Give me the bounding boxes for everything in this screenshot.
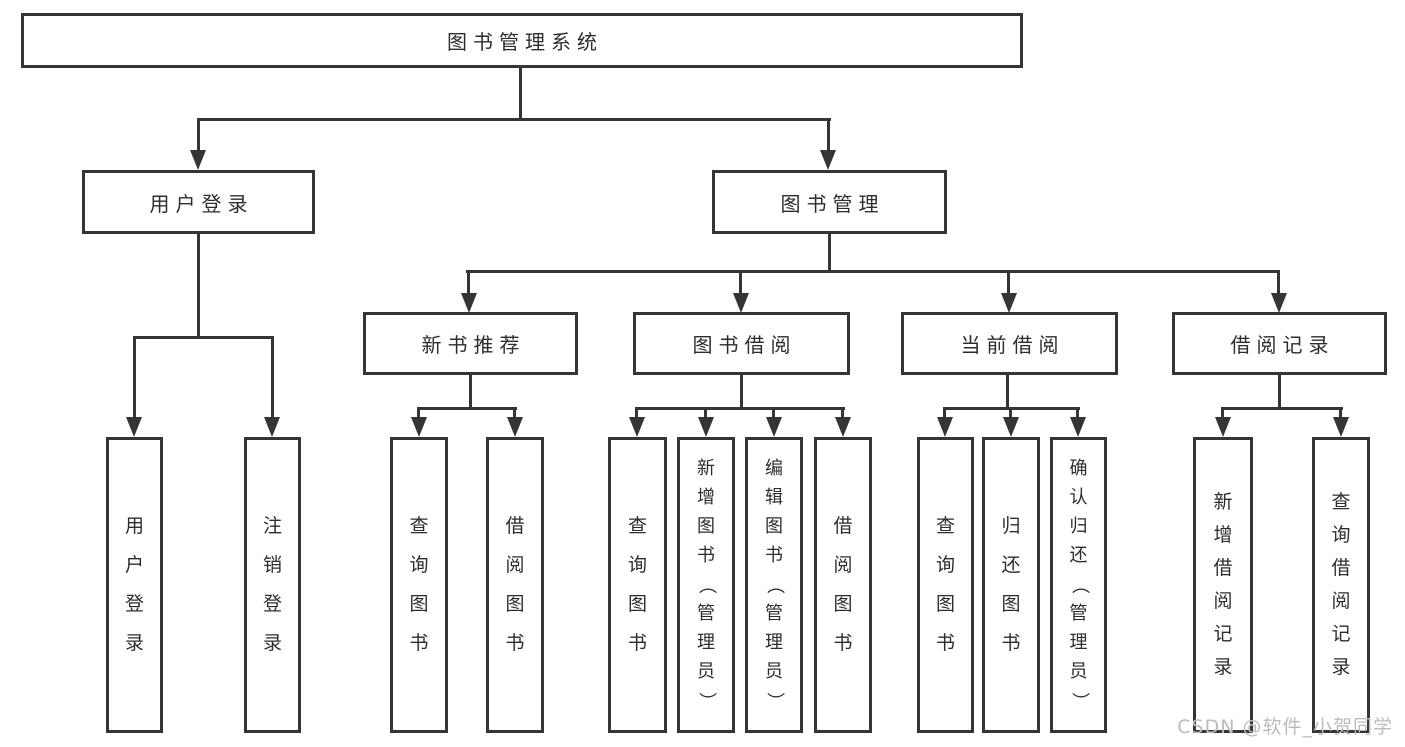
connector-line [197, 118, 200, 151]
leaf-node-query-books-2: 查询图书 [608, 437, 667, 733]
leaf-node-query-books: 查询图书 [390, 437, 448, 733]
arrowhead-down-icon [126, 417, 142, 437]
arrowhead-down-icon [507, 417, 523, 437]
connector-line [1278, 375, 1281, 407]
arrowhead-down-icon [766, 417, 782, 437]
leaf-node-return-book: 归还图书 [982, 437, 1040, 733]
arrowhead-down-icon [461, 293, 477, 313]
connector-line [417, 407, 420, 419]
arrowhead-down-icon [1001, 293, 1017, 313]
leaf-node-query-books-3: 查询图书 [917, 437, 974, 733]
group-node-new-book-recommend: 新书推荐 [363, 312, 578, 375]
connector-line [1221, 407, 1224, 419]
branch-node-user-login: 用户登录 [82, 170, 315, 234]
connector-line [1076, 407, 1079, 419]
connector-line [133, 336, 274, 339]
leaf-node-add-book-admin: 新增图书（管理员） [677, 437, 735, 733]
connector-line [467, 270, 470, 293]
connector-line [513, 407, 516, 419]
connector-line [197, 118, 831, 121]
connector-line [271, 336, 274, 417]
leaf-node-borrow-books: 借阅图书 [486, 437, 544, 733]
arrowhead-down-icon [1003, 417, 1019, 437]
connector-line [943, 407, 946, 419]
leaf-node-borrow-books-2: 借阅图书 [814, 437, 872, 733]
connector-line [417, 407, 517, 410]
leaf-node-user-login: 用户登录 [106, 437, 163, 733]
connector-line [739, 270, 742, 293]
connector-line [704, 407, 707, 419]
connector-line [1221, 407, 1343, 410]
connector-line [841, 407, 844, 419]
arrowhead-down-icon [835, 417, 851, 437]
connector-line [1007, 270, 1010, 293]
branch-node-book-management: 图书管理 [712, 170, 947, 234]
connector-line [828, 234, 831, 270]
leaf-node-add-borrow-record: 新增借阅记录 [1193, 437, 1253, 733]
arrowhead-down-icon [937, 417, 953, 437]
group-node-book-borrowing: 图书借阅 [633, 312, 850, 375]
connector-line [469, 375, 472, 407]
connector-line [1339, 407, 1342, 419]
arrowhead-down-icon [190, 150, 206, 170]
arrowhead-down-icon [1215, 417, 1231, 437]
arrowhead-down-icon [698, 417, 714, 437]
connector-line [1009, 407, 1012, 419]
group-node-current-borrowing: 当前借阅 [901, 312, 1118, 375]
arrowhead-down-icon [1070, 417, 1086, 437]
connector-line [827, 118, 830, 151]
leaf-node-query-borrow-record: 查询借阅记录 [1312, 437, 1370, 733]
leaf-node-edit-book-admin: 编辑图书（管理员） [745, 437, 803, 733]
leaf-node-logout: 注销登录 [244, 437, 301, 733]
connector-line [635, 407, 638, 419]
connector-line [772, 407, 775, 419]
connector-line [133, 336, 136, 417]
group-node-borrow-records: 借阅记录 [1172, 312, 1387, 375]
arrowhead-down-icon [629, 417, 645, 437]
arrowhead-down-icon [820, 150, 836, 170]
arrowhead-down-icon [1333, 417, 1349, 437]
connector-line [466, 270, 1279, 273]
connector-line [1277, 270, 1280, 293]
connector-line [635, 407, 845, 410]
arrowhead-down-icon [411, 417, 427, 437]
arrowhead-down-icon [733, 293, 749, 313]
watermark: CSDN @软件_小贺同学 [1177, 716, 1393, 738]
leaf-node-confirm-return-admin: 确认归还（管理员） [1050, 437, 1107, 733]
connector-line [519, 66, 522, 118]
connector-line [197, 233, 200, 336]
connector-line [740, 375, 743, 407]
arrowhead-down-icon [1271, 293, 1287, 313]
connector-line [1006, 375, 1009, 407]
arrowhead-down-icon [264, 417, 280, 437]
root-node: 图书管理系统 [21, 13, 1023, 68]
